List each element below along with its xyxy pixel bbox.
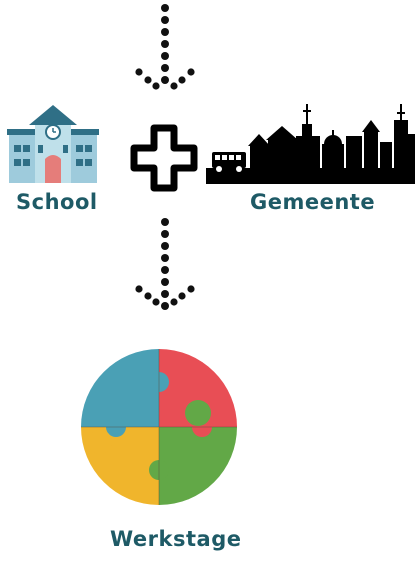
- school-label: School: [16, 190, 98, 214]
- dotted-down-arrow-icon: [135, 218, 195, 310]
- dotted-down-arrow-icon: [135, 4, 195, 90]
- gemeente-label: Gemeente: [250, 190, 376, 214]
- city-skyline-icon: [206, 104, 415, 184]
- puzzle-circle-icon: [81, 349, 237, 505]
- werkstage-label: Werkstage: [110, 527, 242, 551]
- school-building-icon: [7, 105, 99, 183]
- plus-icon: [130, 124, 198, 192]
